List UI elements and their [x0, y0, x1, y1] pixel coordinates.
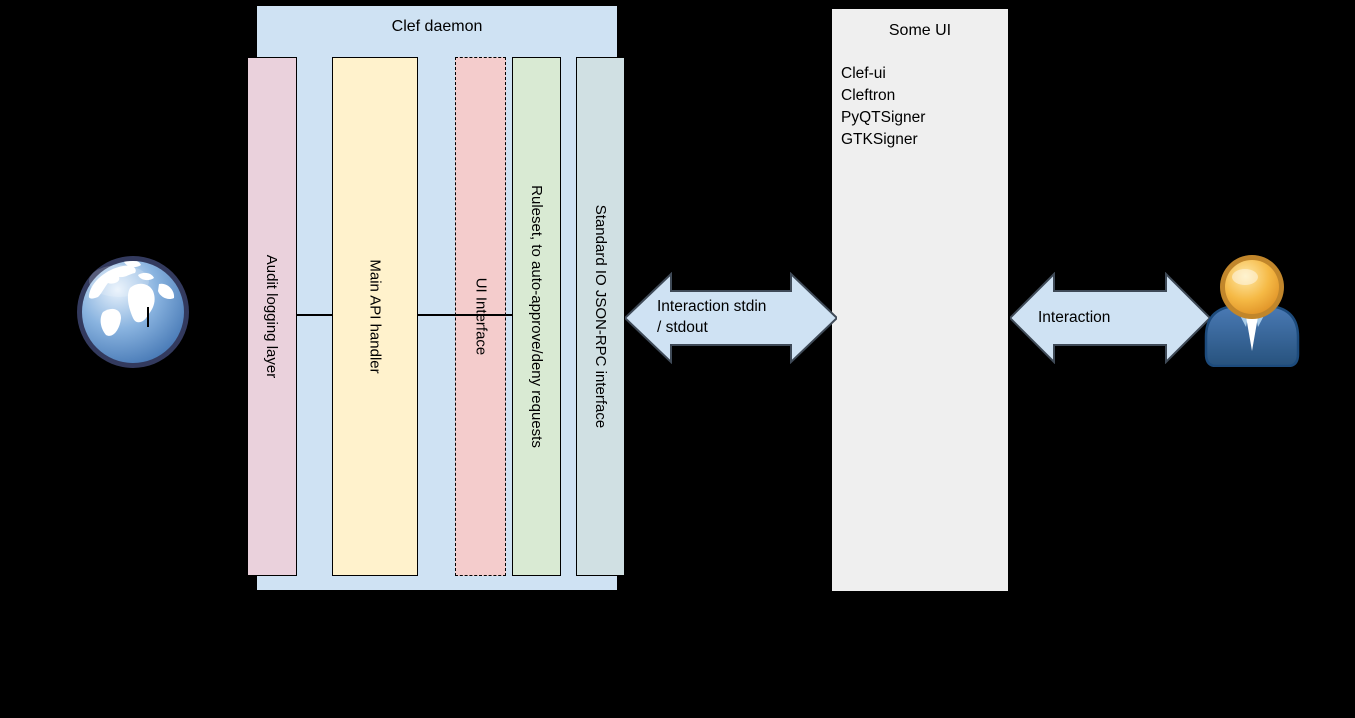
some-ui-container: Some UI Clef-ui Cleftron PyQTSigner GTKS… — [832, 9, 1008, 591]
user-head — [1225, 260, 1279, 314]
arrow-label-stdio-line2: / stdout — [657, 319, 708, 336]
clef-daemon-title: Clef daemon — [391, 18, 483, 35]
some-ui-item-pyqtsigner: PyQTSigner — [841, 109, 926, 126]
some-ui-item-cleftron: Cleftron — [841, 87, 896, 104]
layer-ui-interface: UI Interface — [455, 57, 506, 576]
double-arrow-user-icon — [1010, 272, 1210, 364]
clef-daemon-container: Clef daemon — [257, 6, 617, 590]
arrow-label-stdio-line1: Interaction stdin — [657, 298, 767, 315]
user-icon — [1204, 255, 1300, 367]
layer-ruleset-label: Ruleset, to auto-approve/deny requests — [528, 185, 546, 448]
connector-audit-to-api — [297, 314, 332, 316]
layer-audit-logging: Audit logging layer — [247, 57, 297, 576]
double-arrow-user-shape — [1010, 272, 1210, 364]
user-head-gloss — [1232, 269, 1258, 285]
double-arrow-stdio-shape — [625, 272, 837, 364]
layer-main-api-handler-label: Main API handler — [366, 259, 384, 374]
some-ui-list: Clef-ui Cleftron PyQTSigner GTKSigner — [832, 63, 1008, 151]
some-ui-item-gtksigner: GTKSigner — [841, 131, 918, 148]
some-ui-title: Some UI — [888, 22, 952, 39]
globe-connector-tick — [147, 307, 149, 327]
globe-icon — [77, 256, 189, 368]
layer-audit-logging-label: Audit logging layer — [263, 254, 281, 379]
layer-ui-interface-label: UI Interface — [472, 277, 490, 356]
globe-gloss — [89, 265, 149, 297]
layer-ruleset: Ruleset, to auto-approve/deny requests — [512, 57, 561, 576]
connector-api-to-ruleset — [418, 314, 512, 316]
some-ui-item-clef-ui: Clef-ui — [841, 65, 886, 82]
arrow-label-user: Interaction — [1038, 307, 1110, 328]
layer-stdio-jsonrpc: Standard IO JSON-RPC interface — [576, 57, 625, 576]
arrow-label-stdio: Interaction stdin / stdout — [657, 296, 766, 338]
globe-continents — [88, 261, 175, 336]
double-arrow-stdio-icon — [625, 272, 837, 364]
layer-main-api-handler: Main API handler — [332, 57, 418, 576]
layer-stdio-jsonrpc-label: Standard IO JSON-RPC interface — [592, 204, 610, 429]
arrow-label-user-line1: Interaction — [1038, 309, 1111, 326]
